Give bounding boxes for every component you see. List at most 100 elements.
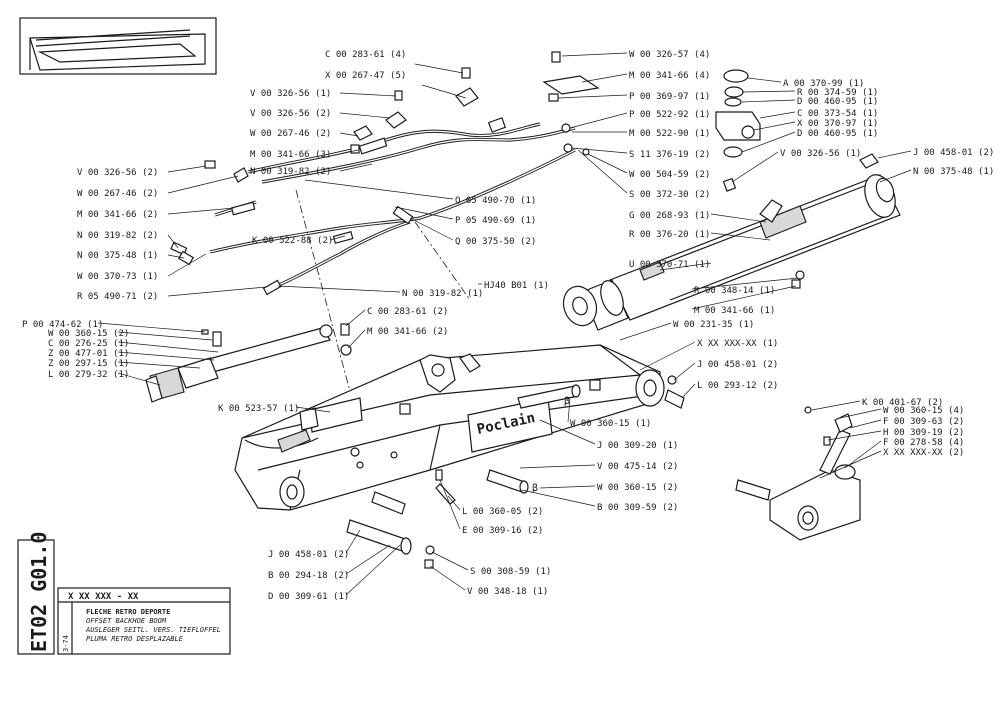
sheet-date: 3-74	[62, 635, 70, 652]
callout-label: V 00 475-14 (2)	[597, 462, 678, 472]
leader-line	[827, 430, 882, 441]
leader-line	[639, 341, 696, 371]
leader-line	[167, 234, 179, 249]
leader-line	[879, 169, 912, 183]
callout-label: X XX XXX-XX (1)	[697, 339, 778, 349]
callout-label: R 05 490-71 (2)	[77, 292, 158, 302]
callout-label: M 00 341-66 (3)	[250, 150, 331, 160]
title-fr: FLECHE RETRO DEPORTE	[86, 608, 170, 616]
leader-line	[741, 131, 796, 153]
callout-label: J 00 309-20 (1)	[597, 441, 678, 451]
leader-line	[577, 149, 628, 194]
leader-line	[557, 94, 628, 99]
leader-line	[329, 235, 346, 241]
callout-label: V 00 326-56 (1)	[250, 89, 331, 99]
leader-line	[844, 440, 882, 469]
callout-label: W 00 370-73 (1)	[77, 272, 158, 282]
callout-label: H 00 309-19 (2)	[883, 428, 964, 438]
leader-line	[741, 99, 796, 103]
leader-line	[97, 322, 206, 333]
callout-label: W 00 267-46 (2)	[250, 129, 331, 139]
callout-label: W 00 360-15 (2)	[597, 483, 678, 493]
leader-line	[691, 285, 797, 310]
leader-line	[339, 163, 373, 172]
callout-label: R 00 374-59 (1)	[797, 88, 878, 98]
callout-label: HJ40 B01 (1)	[484, 281, 549, 291]
callout-label: W 00 231-35 (1)	[673, 320, 754, 330]
leader-line	[345, 544, 401, 596]
leader-line	[431, 551, 469, 571]
callout-label: P 00 522-92 (1)	[629, 110, 710, 120]
callout-label: N 00 319-82 (2)	[77, 231, 158, 241]
leader-line	[691, 277, 799, 290]
leader-line	[421, 84, 467, 99]
leader-line	[167, 207, 235, 215]
leader-line	[117, 361, 201, 369]
callout-label: L 00 293-12 (2)	[697, 381, 778, 391]
callout-label: N 00 375-48 (1)	[77, 251, 158, 261]
boom-body: Poclain	[234, 344, 665, 511]
leader-line	[741, 90, 796, 93]
leader-line	[877, 150, 912, 159]
callout-label: X 00 267-47 (5)	[325, 71, 406, 81]
leader-line	[295, 406, 331, 413]
callout-label: B 00 309-59 (2)	[597, 503, 678, 513]
callout-label: C 00 276-25 (1)	[48, 339, 129, 349]
callout-label: L 00 279-32 (1)	[48, 370, 129, 380]
callout-label: K 00 401-67 (2)	[862, 398, 943, 408]
leader-line	[849, 419, 882, 429]
title-en: OFFSET BACKHOE BOOM	[86, 617, 167, 625]
callout-label: V 00 326-56 (2)	[77, 168, 158, 178]
callout-label: F 00 278-58 (4)	[883, 438, 964, 448]
leader-line	[429, 565, 466, 591]
leader-line	[345, 309, 366, 327]
callout-label: M 00 341-66 (2)	[77, 210, 158, 220]
leader-line	[167, 175, 239, 194]
leader-line	[567, 397, 571, 423]
callout-label: C 00 283-61 (4)	[325, 50, 406, 60]
rod-assembly	[145, 324, 333, 403]
callout-label: M 00 341-66 (1)	[694, 306, 775, 316]
callout-label: P 00 474-62 (1)	[22, 320, 103, 330]
callout-label: G 00 268-93 (1)	[629, 211, 710, 221]
leader-line	[339, 112, 391, 119]
leader-line	[571, 147, 628, 154]
leader-line	[117, 372, 161, 386]
callout-label: R 00 348-14 (1)	[694, 286, 775, 296]
callout-label: C 00 373-54 (1)	[797, 109, 878, 119]
leader-line	[731, 151, 779, 183]
centre-line	[295, 189, 356, 411]
leader-line	[414, 63, 464, 74]
callout-label: V 00 326-56 (1)	[780, 149, 861, 159]
pins	[346, 375, 685, 569]
callout-label: P 00 369-97 (1)	[629, 92, 710, 102]
boom-thumbnail	[19, 17, 217, 75]
callout-label: D 00 460-95 (1)	[797, 97, 878, 107]
callout-label: K 00 522-88 (2)	[252, 236, 333, 246]
hose-lines	[209, 122, 576, 292]
callout-label: N 00 319-82 (2)	[250, 167, 331, 177]
callout-label: W 00 267-46 (2)	[77, 189, 158, 199]
leader-line	[277, 285, 401, 293]
callout-label: V 00 348-18 (1)	[467, 587, 548, 597]
leader-line	[710, 232, 771, 241]
leader-line	[581, 73, 628, 83]
leader-line	[673, 362, 696, 381]
leader-line	[339, 132, 359, 137]
callout-label: W 00 360-15 (4)	[883, 406, 964, 416]
hardware	[170, 51, 600, 356]
callout-label: W 00 360-15 (2)	[48, 329, 129, 339]
callout-label: J 00 458-01 (2)	[268, 550, 349, 560]
leader-line	[117, 351, 215, 361]
leader-line	[447, 495, 461, 511]
leader-line	[339, 149, 359, 155]
beta-marker: β	[564, 396, 570, 407]
title-de: AUSLEGER SEITL. VERS. TIEFLOFFEL	[85, 626, 221, 634]
leader-line	[681, 383, 696, 399]
leader-line	[747, 77, 782, 83]
callout-label: W 00 326-57 (4)	[629, 50, 710, 60]
leader-line	[167, 165, 207, 173]
callout-label: M 00 341-66 (4)	[629, 71, 710, 81]
